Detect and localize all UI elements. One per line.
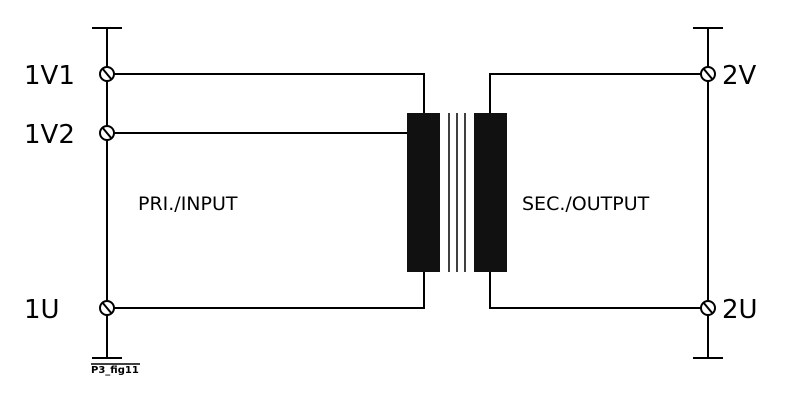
terminal-1u-symbol (99, 300, 115, 316)
terminal-1v2-symbol (99, 125, 115, 141)
primary-section-label: PRI./INPUT (138, 193, 238, 215)
figure-id-label: P3_fig11 (91, 365, 139, 376)
label-2v: 2V (722, 61, 757, 91)
terminal-2u-symbol (700, 300, 716, 316)
terminal-2v-symbol (700, 66, 716, 82)
label-2u: 2U (722, 295, 758, 325)
wire-2v (489, 73, 708, 113)
label-1u: 1U (24, 295, 60, 325)
label-1v1: 1V1 (24, 61, 75, 91)
primary-winding (407, 113, 440, 272)
secondary-winding (474, 113, 507, 272)
terminal-1v1-symbol (99, 66, 115, 82)
label-1v2: 1V2 (24, 120, 75, 150)
wire-2u (489, 272, 708, 309)
wire-1u (107, 272, 425, 309)
wire-1v1 (107, 73, 425, 113)
secondary-section-label: SEC./OUTPUT (522, 193, 650, 215)
